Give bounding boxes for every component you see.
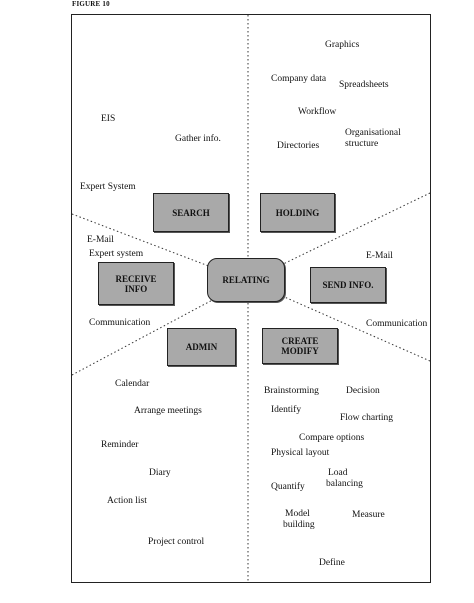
label-gather-info: Gather info.: [175, 134, 221, 144]
label-project-control: Project control: [148, 537, 205, 547]
create-modify-box: CREATE MODIFY: [262, 328, 338, 364]
label-spreadsheets: Spreadsheets: [339, 80, 389, 90]
modify-label: MODIFY: [281, 346, 319, 356]
label-model-line1: Model: [285, 509, 310, 519]
label-organisational-line1: Organisational: [345, 128, 401, 138]
receive-info-label-line2: INFO: [124, 283, 148, 294]
label-brainstorming: Brainstorming: [264, 386, 319, 396]
label-communication-right: Communication: [366, 319, 428, 329]
label-compare-options: Compare options: [299, 433, 365, 443]
label-communication-left: Communication: [89, 318, 151, 328]
label-load-line2: balancing: [326, 479, 363, 489]
label-calendar: Calendar: [115, 379, 150, 389]
label-action-list: Action list: [107, 496, 147, 506]
label-email-left: E-Mail: [87, 235, 114, 245]
label-reminder: Reminder: [101, 440, 139, 450]
label-eis: EIS: [101, 114, 116, 124]
label-arrange-meetings: Arrange meetings: [134, 406, 202, 416]
create-label: CREATE: [281, 336, 319, 346]
divider-lower-right: [247, 280, 431, 362]
label-diary: Diary: [149, 468, 171, 478]
label-directories: Directories: [277, 141, 320, 151]
label-flow-charting: Flow charting: [340, 413, 394, 423]
label-model-building: Model building: [283, 509, 315, 531]
relating-center-box: RELATING: [207, 258, 285, 302]
label-load-line1: Load: [328, 468, 348, 478]
label-graphics: Graphics: [325, 40, 360, 50]
label-quantify: Quantify: [271, 482, 305, 492]
label-model-line2: building: [283, 520, 315, 530]
send-info-label: SEND INFO.: [322, 280, 374, 290]
divider-lower-left: [71, 280, 249, 376]
label-workflow: Workflow: [298, 107, 337, 117]
label-expert-system-top: Expert System: [80, 182, 136, 192]
relating-label: RELATING: [222, 275, 270, 285]
label-organisational-line2: structure: [345, 139, 379, 149]
label-load-balancing: Load balancing: [326, 468, 363, 490]
admin-box: ADMIN: [167, 328, 236, 366]
label-physical-layout: Physical layout: [271, 448, 330, 458]
figure-label: FIGURE 10: [72, 0, 110, 8]
search-box-label: SEARCH: [172, 207, 210, 218]
label-organisational: Organisational structure: [345, 128, 401, 150]
label-email-right: E-Mail: [366, 251, 393, 261]
label-identify: Identify: [271, 405, 302, 415]
label-company-data: Company data: [271, 74, 327, 84]
send-info-box: SEND INFO.: [310, 267, 386, 303]
receive-info-label-line1: RECEIVE: [115, 273, 157, 284]
admin-label: ADMIN: [185, 342, 218, 352]
label-measure: Measure: [352, 510, 385, 520]
holding-box-label: HOLDING: [275, 207, 320, 218]
holding-box: HOLDING: [260, 193, 335, 232]
label-decision: Decision: [346, 386, 380, 396]
label-define: Define: [319, 558, 345, 568]
diagram-frame: [71, 14, 431, 583]
receive-info-box: RECEIVE INFO: [98, 262, 174, 305]
search-box: SEARCH: [153, 193, 229, 232]
label-expert-system-left: Expert system: [89, 249, 144, 259]
